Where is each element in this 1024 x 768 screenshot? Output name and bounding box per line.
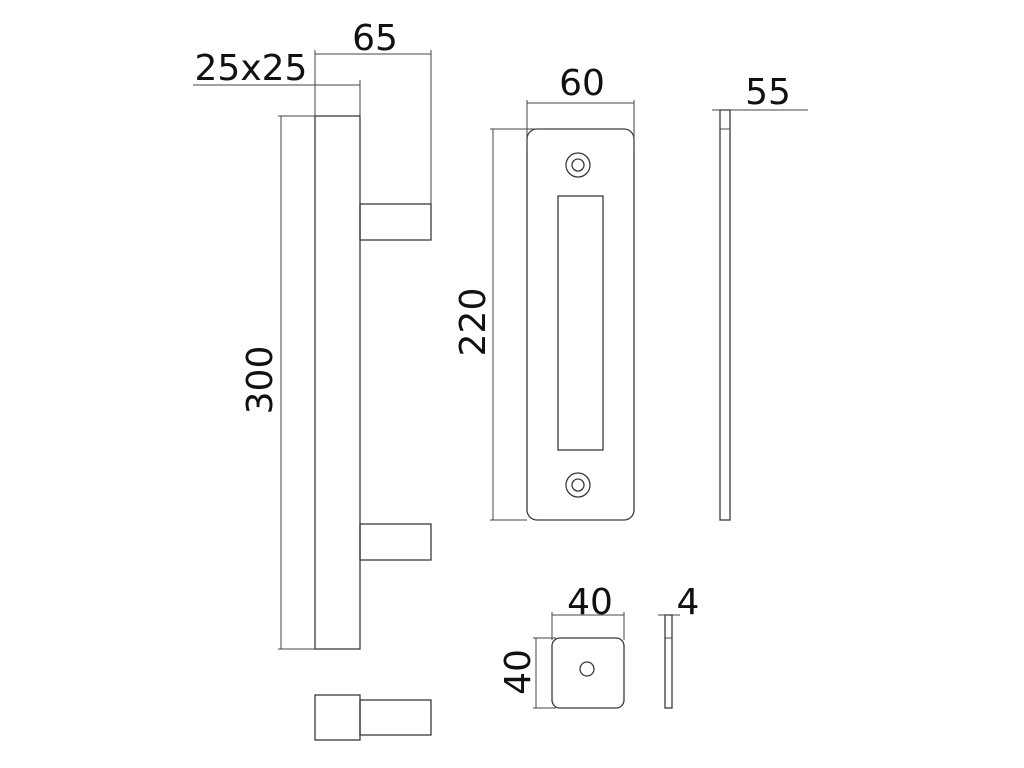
backplate-front-view: 60 220 — [453, 63, 635, 521]
bolt-rod — [359, 699, 432, 736]
backplate — [526, 128, 635, 521]
screw-hole-inner — [571, 158, 585, 172]
backplate-side-view: 55 — [712, 72, 808, 521]
handle-bolt-piece — [314, 694, 432, 741]
dim-40-width-label: 40 — [567, 582, 613, 623]
handle-standoff-bottom — [359, 523, 432, 561]
small-plate-side — [664, 614, 673, 709]
small-plate-hole — [579, 661, 595, 677]
handle-bar — [314, 115, 361, 650]
dim-40-height-label: 40 — [498, 649, 539, 695]
screw-hole-top — [565, 152, 591, 178]
dim-55-label: 55 — [745, 72, 791, 113]
small-plate-front-view: 40 40 — [498, 582, 625, 709]
bolt-head — [314, 694, 361, 741]
screw-hole-bottom — [565, 472, 591, 498]
dim-220-label: 220 — [453, 288, 494, 357]
small-plate — [551, 637, 625, 709]
handle-front-view: 65 25x25 300 — [193, 18, 432, 650]
dim-300-label: 300 — [240, 346, 281, 415]
dim-60-label: 60 — [559, 63, 605, 104]
handle-standoff-top — [359, 203, 432, 241]
backplate-side — [719, 109, 731, 521]
dim-25x25-label: 25x25 — [195, 48, 308, 89]
dim-4-label: 4 — [677, 582, 700, 623]
backplate-slot — [557, 195, 604, 451]
dim-65-label: 65 — [352, 18, 398, 59]
small-plate-side-view: 4 — [658, 582, 700, 709]
screw-hole-inner — [571, 478, 585, 492]
